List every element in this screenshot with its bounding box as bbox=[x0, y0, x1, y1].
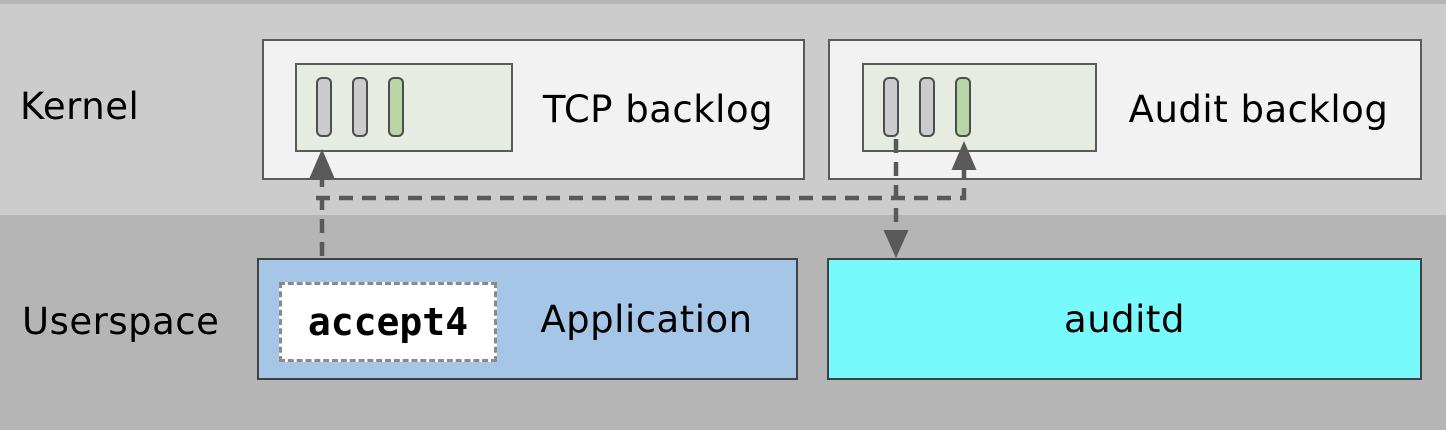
kernel-label: Kernel bbox=[20, 85, 140, 128]
queue-slot-gray bbox=[352, 77, 368, 137]
accept4-syscall-box: accept4 bbox=[279, 282, 497, 362]
audit-backlog-queue bbox=[862, 63, 1097, 152]
tcp-backlog-label: TCP backlog bbox=[542, 88, 774, 131]
auditd-label: auditd bbox=[1064, 297, 1185, 341]
accept4-syscall-label: accept4 bbox=[307, 300, 469, 344]
queue-slot-gray bbox=[883, 77, 899, 137]
audit-backlog-label: Audit backlog bbox=[1128, 88, 1389, 131]
queue-slot-green bbox=[955, 77, 971, 137]
application-label: Application bbox=[540, 297, 753, 341]
userspace-label: Userspace bbox=[22, 300, 220, 343]
application-label-area: Application bbox=[497, 260, 796, 378]
queue-slot-green bbox=[388, 77, 404, 137]
tcp-backlog-box: TCP backlog bbox=[262, 39, 805, 180]
queue-slot-gray bbox=[316, 77, 332, 137]
tcp-backlog-queue bbox=[295, 63, 513, 152]
auditd-box: auditd bbox=[827, 258, 1422, 380]
application-box: accept4 Application bbox=[257, 258, 798, 380]
audit-backlog-box: Audit backlog bbox=[828, 39, 1422, 180]
queue-slot-gray bbox=[919, 77, 935, 137]
